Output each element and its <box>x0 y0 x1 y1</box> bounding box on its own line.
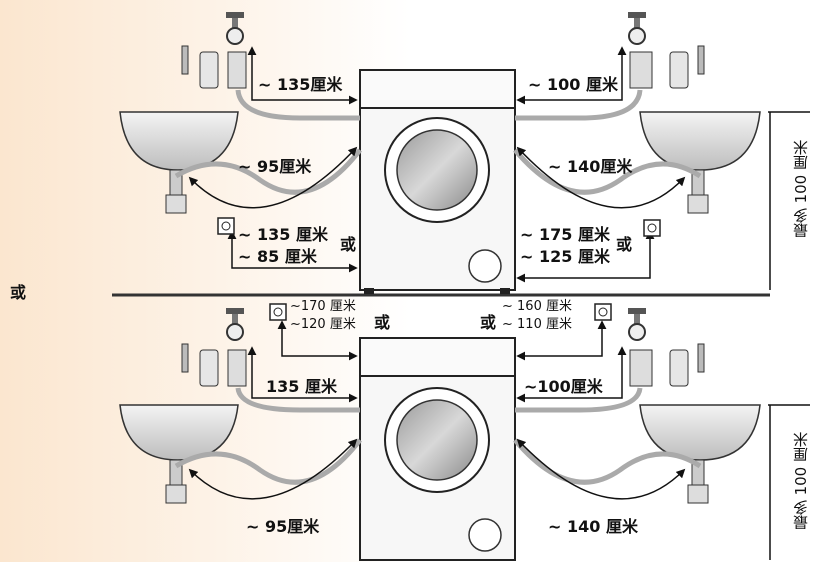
label-power-left-2-top: ~ 85 厘米 <box>238 247 317 266</box>
dim-arrow-tap-right-top <box>516 46 627 105</box>
socket-icon <box>217 217 235 235</box>
dim-arrow-power-left-bottom <box>277 320 358 361</box>
socket-icon <box>269 303 287 321</box>
dim-arrow-drain-left-bottom <box>188 438 358 500</box>
dim-arrow-drain-left-top <box>188 146 358 209</box>
height-scale-top <box>768 111 810 290</box>
tap-left-top <box>181 12 247 89</box>
label-power-right-2-bottom: ~ 110 厘米 <box>502 317 572 332</box>
label-max-height-top: 最多 100 厘米 <box>792 140 810 239</box>
or-label-right-top: 或 <box>616 235 633 254</box>
dim-arrow-power-right-bottom <box>516 320 607 361</box>
bottom-panel <box>119 303 810 561</box>
label-drain-right-top: ~ 140厘米 <box>548 157 633 176</box>
tap-right-top <box>628 12 705 89</box>
inlet-hose-left-top <box>235 89 360 121</box>
label-power-right-1-bottom: ~ 160 厘米 <box>502 299 572 314</box>
label-tap-right-top: ~ 100 厘米 <box>528 75 618 94</box>
dim-arrow-power-left-top <box>227 230 358 273</box>
label-drain-left-top: ~ 95厘米 <box>238 157 312 176</box>
label-power-left-2-bottom: ~120 厘米 <box>290 317 356 332</box>
dim-arrow-tap-left-bottom <box>247 346 358 403</box>
inlet-hose-left-bottom <box>235 387 360 413</box>
dim-arrow-drain-right-bottom <box>516 438 686 500</box>
label-max-height-bottom: 最多 100 厘米 <box>792 432 810 531</box>
label-tap-left-bottom: 135 厘米 <box>266 377 337 396</box>
label-power-left-1-top: ~ 135 厘米 <box>238 225 328 244</box>
washing-machine-bottom <box>359 337 516 561</box>
dim-arrow-tap-left-top <box>247 46 358 105</box>
inlet-hose-right-bottom <box>515 387 643 413</box>
socket-icon <box>594 303 612 321</box>
dim-arrow-tap-right-bottom <box>516 346 627 403</box>
label-drain-left-bottom: ~ 95厘米 <box>246 517 320 536</box>
top-panel <box>119 12 810 294</box>
washing-machine-top <box>359 69 516 294</box>
label-drain-right-bottom: ~ 140 厘米 <box>548 517 638 536</box>
tap-left-bottom <box>181 308 247 387</box>
or-label-side: 或 <box>10 283 27 302</box>
or-label-left-top: 或 <box>340 235 357 254</box>
height-scale-bottom <box>768 404 810 560</box>
label-power-right-1-top: ~ 175 厘米 <box>520 225 610 244</box>
label-tap-right-bottom: ~100厘米 <box>524 377 603 396</box>
label-power-left-1-bottom: ~170 厘米 <box>290 299 356 314</box>
or-label-right-bottom: 或 <box>480 313 497 332</box>
or-label-left-bottom: 或 <box>374 313 391 332</box>
inlet-hose-right-top <box>515 89 643 121</box>
label-power-right-2-top: ~ 125 厘米 <box>520 247 610 266</box>
socket-icon <box>643 219 661 237</box>
label-tap-left-top: ~ 135厘米 <box>258 75 343 94</box>
dim-arrow-power-right-top <box>516 230 655 283</box>
dim-arrow-drain-right-top <box>516 146 686 209</box>
tap-right-bottom <box>628 308 705 387</box>
